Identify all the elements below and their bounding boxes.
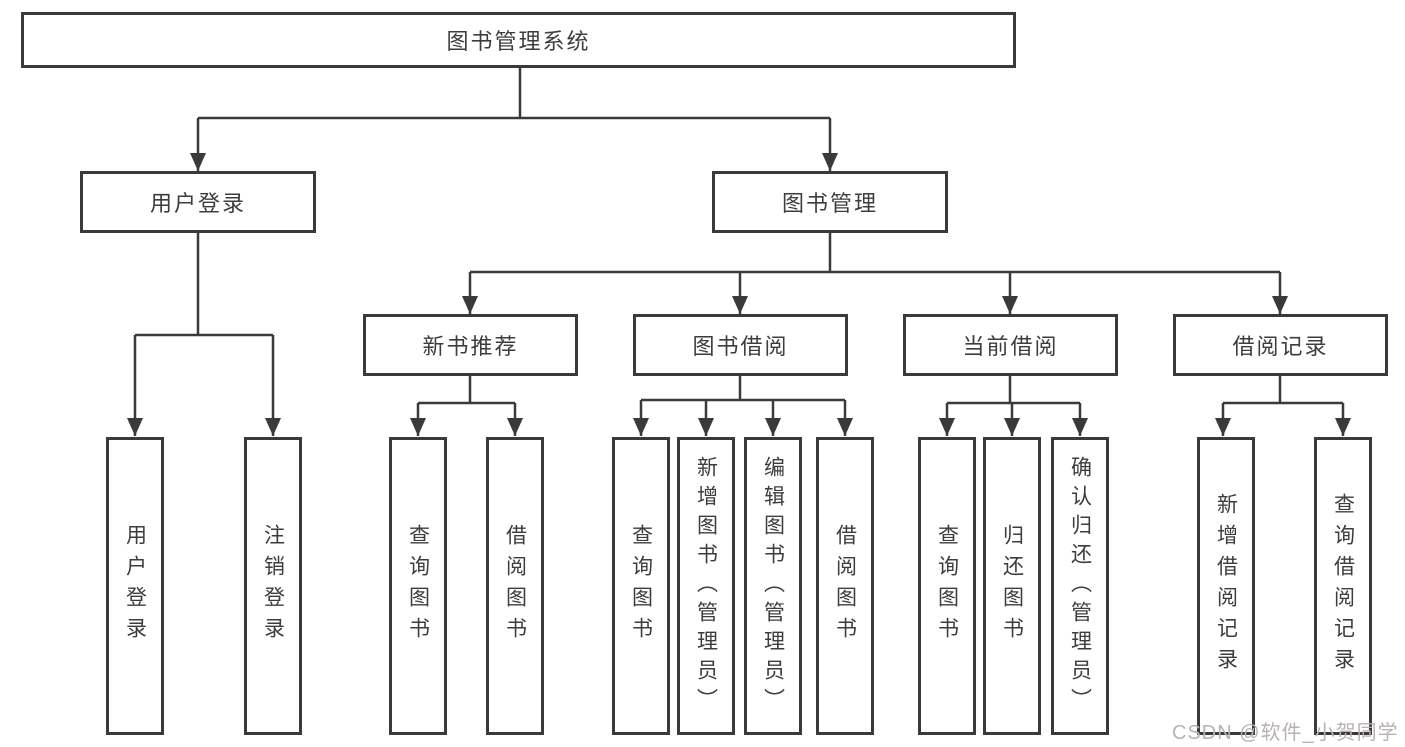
leaf-query-borrow-record-label: 查询借阅记录 xyxy=(1331,493,1355,679)
leaf-query-books-borrow-label: 查询图书 xyxy=(629,524,653,648)
leaf-borrow-books: 借阅图书 xyxy=(816,437,874,735)
leaf-query-borrow-record: 查询借阅记录 xyxy=(1314,437,1372,735)
leaf-user-login: 用户登录 xyxy=(106,437,164,735)
leaf-add-books-admin: 新增图书（管理员） xyxy=(677,437,735,735)
leaf-query-books-borrow: 查询图书 xyxy=(612,437,670,735)
leaf-logout-label: 注销登录 xyxy=(261,524,285,648)
leaf-add-borrow-record-label: 新增借阅记录 xyxy=(1214,493,1238,679)
leaf-borrow-books-recommend: 借阅图书 xyxy=(486,437,544,735)
leaf-query-books-recommend-label: 查询图书 xyxy=(406,524,430,648)
leaf-return-books-label: 归还图书 xyxy=(1000,524,1024,648)
csdn-watermark: CSDN @软件_小贺同学 xyxy=(1172,722,1399,744)
node-book-management: 图书管理 xyxy=(712,171,948,233)
node-new-book-recommend: 新书推荐 xyxy=(363,314,578,376)
leaf-add-books-admin-label: 新增图书（管理员） xyxy=(694,455,718,717)
leaf-borrow-books-label: 借阅图书 xyxy=(833,524,857,648)
node-current-borrow: 当前借阅 xyxy=(903,314,1118,376)
leaf-edit-books-admin: 编辑图书（管理员） xyxy=(744,437,802,735)
node-borrow-records: 借阅记录 xyxy=(1173,314,1388,376)
leaf-query-books-current: 查询图书 xyxy=(918,437,976,735)
leaf-confirm-return-admin: 确认归还（管理员） xyxy=(1051,437,1109,735)
node-root-system: 图书管理系统 xyxy=(21,12,1016,68)
leaf-query-books-current-label: 查询图书 xyxy=(935,524,959,648)
leaf-add-borrow-record: 新增借阅记录 xyxy=(1197,437,1255,735)
leaf-return-books: 归还图书 xyxy=(983,437,1041,735)
leaf-logout: 注销登录 xyxy=(244,437,302,735)
leaf-borrow-books-recommend-label: 借阅图书 xyxy=(503,524,527,648)
leaf-user-login-label: 用户登录 xyxy=(123,524,147,648)
leaf-query-books-recommend: 查询图书 xyxy=(389,437,447,735)
node-user-login: 用户登录 xyxy=(80,171,316,233)
leaf-confirm-return-admin-label: 确认归还（管理员） xyxy=(1068,455,1092,717)
node-book-borrow: 图书借阅 xyxy=(633,314,848,376)
leaf-edit-books-admin-label: 编辑图书（管理员） xyxy=(761,455,785,717)
